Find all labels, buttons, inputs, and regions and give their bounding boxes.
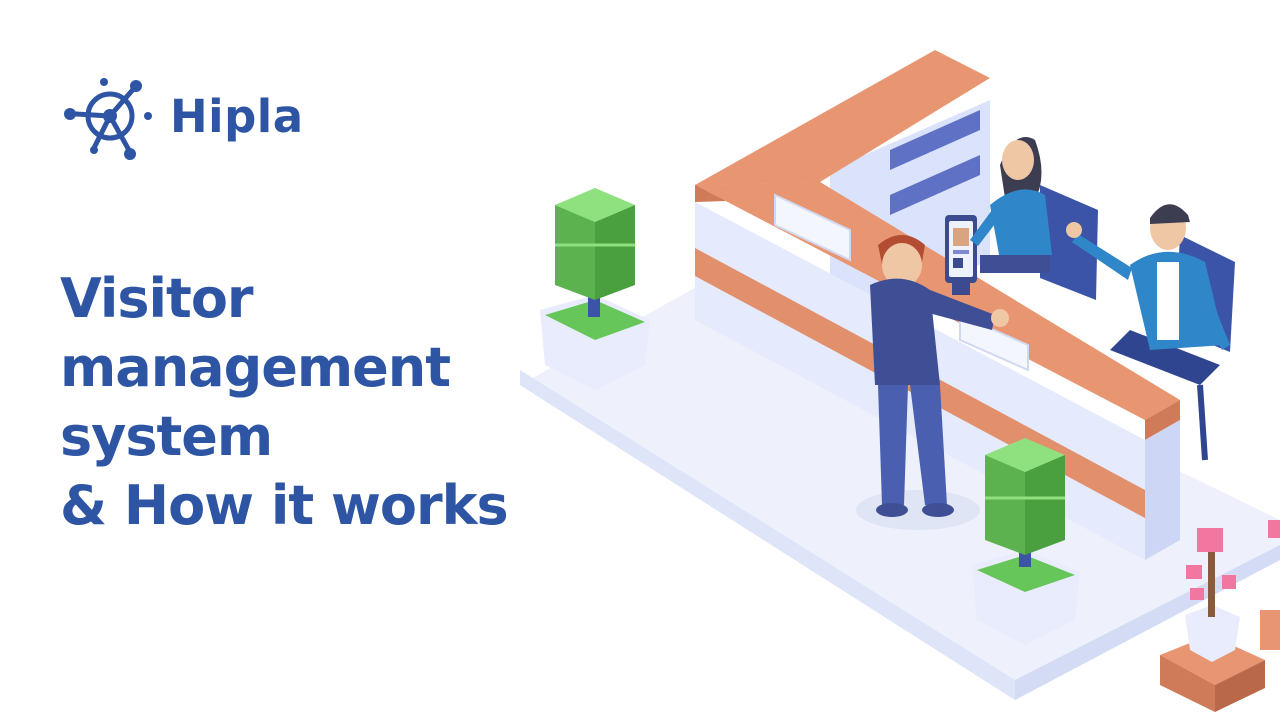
headline-line-2: management (60, 336, 451, 399)
receptionist-male (1066, 204, 1230, 350)
headline-line-4: & How it works (60, 474, 509, 537)
visitor-kiosk-icon (945, 215, 977, 295)
headline-line-1: Visitor (60, 267, 254, 330)
hipla-logo-icon (64, 78, 152, 160)
headline: Visitor management system & How it works (60, 264, 530, 540)
potted-plant-left (540, 188, 650, 390)
reception-illustration (520, 50, 1280, 712)
receptionist-female (970, 137, 1052, 273)
potted-plant-center (972, 438, 1080, 645)
flowering-plant (1160, 520, 1280, 712)
brand-logo: Hipla (58, 66, 304, 166)
headline-line-3: system (60, 405, 273, 468)
brand-name: Hipla (170, 89, 304, 143)
visitor-man (870, 235, 1009, 517)
visitor-shadow (856, 490, 980, 530)
